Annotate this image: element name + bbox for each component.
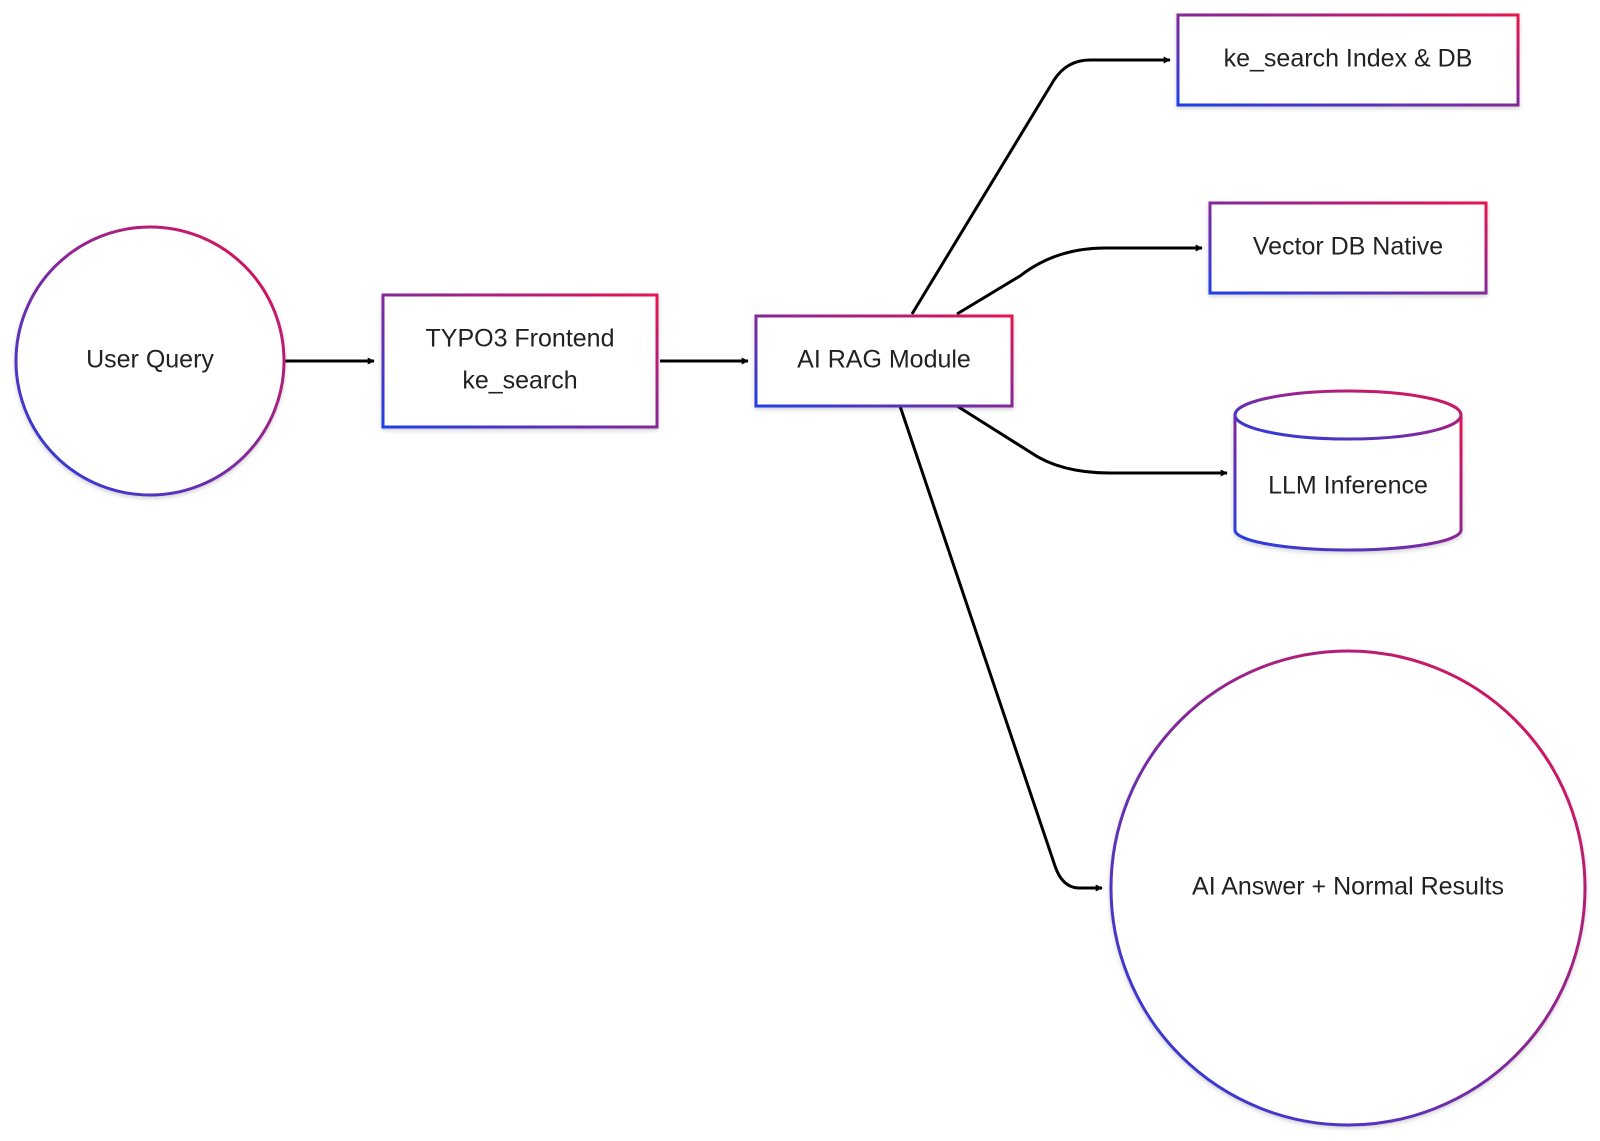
edge-ai-rag-module-to-vector-db <box>956 244 1203 316</box>
node-ai-answer: AI Answer + Normal Results <box>1109 649 1587 1127</box>
typo3-frontend-label-line2: ke_search <box>462 367 577 395</box>
user-query-label: User Query <box>86 346 214 374</box>
node-vector-db: Vector DB Native <box>1208 201 1488 295</box>
typo3-frontend-label-line1: TYPO3 Frontend <box>426 325 615 353</box>
node-ke-search-index: ke_search Index & DB <box>1176 13 1520 107</box>
ke-search-index-label: ke_search Index & DB <box>1224 45 1473 73</box>
edge-ai-rag-module-to-ke-search-index <box>910 56 1171 315</box>
node-ai-rag-module: AI RAG Module <box>754 314 1014 408</box>
node-user-query: User Query <box>14 225 286 497</box>
edges <box>281 56 1228 892</box>
ai-rag-module-label: AI RAG Module <box>797 346 971 374</box>
llm-inference-label: LLM Inference <box>1268 472 1428 500</box>
node-typo3-frontend: TYPO3 Frontend ke_search <box>381 293 659 429</box>
ai-answer-label: AI Answer + Normal Results <box>1192 873 1504 901</box>
edge-ai-rag-module-to-llm-inference <box>956 404 1228 477</box>
node-llm-inference: LLM Inference <box>1233 389 1463 552</box>
edge-ai-rag-module-to-ai-answer <box>898 405 1103 892</box>
vector-db-label: Vector DB Native <box>1253 233 1443 261</box>
